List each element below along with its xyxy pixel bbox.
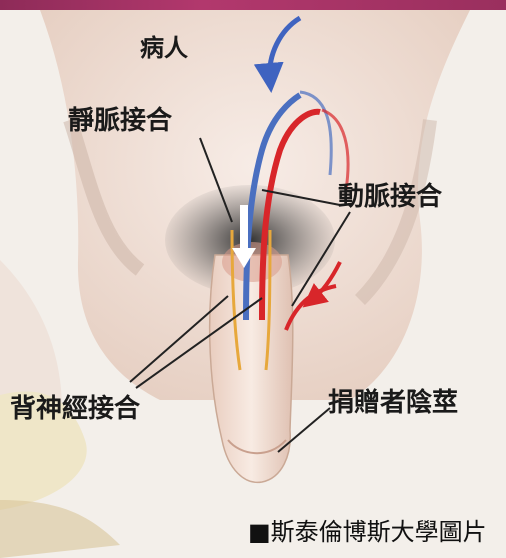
top-banner — [0, 0, 506, 10]
patient-label: 病人 — [140, 28, 188, 63]
nerve-anastomosis-label: 背神經接合 — [10, 388, 140, 425]
vein-anastomosis-label: 靜脈接合 — [68, 100, 172, 137]
image-credit: ■斯泰倫博斯大學圖片 — [248, 512, 487, 547]
artery-anastomosis-label: 動脈接合 — [338, 176, 442, 213]
donor-penis-label: 捐贈者陰莖 — [328, 382, 458, 419]
